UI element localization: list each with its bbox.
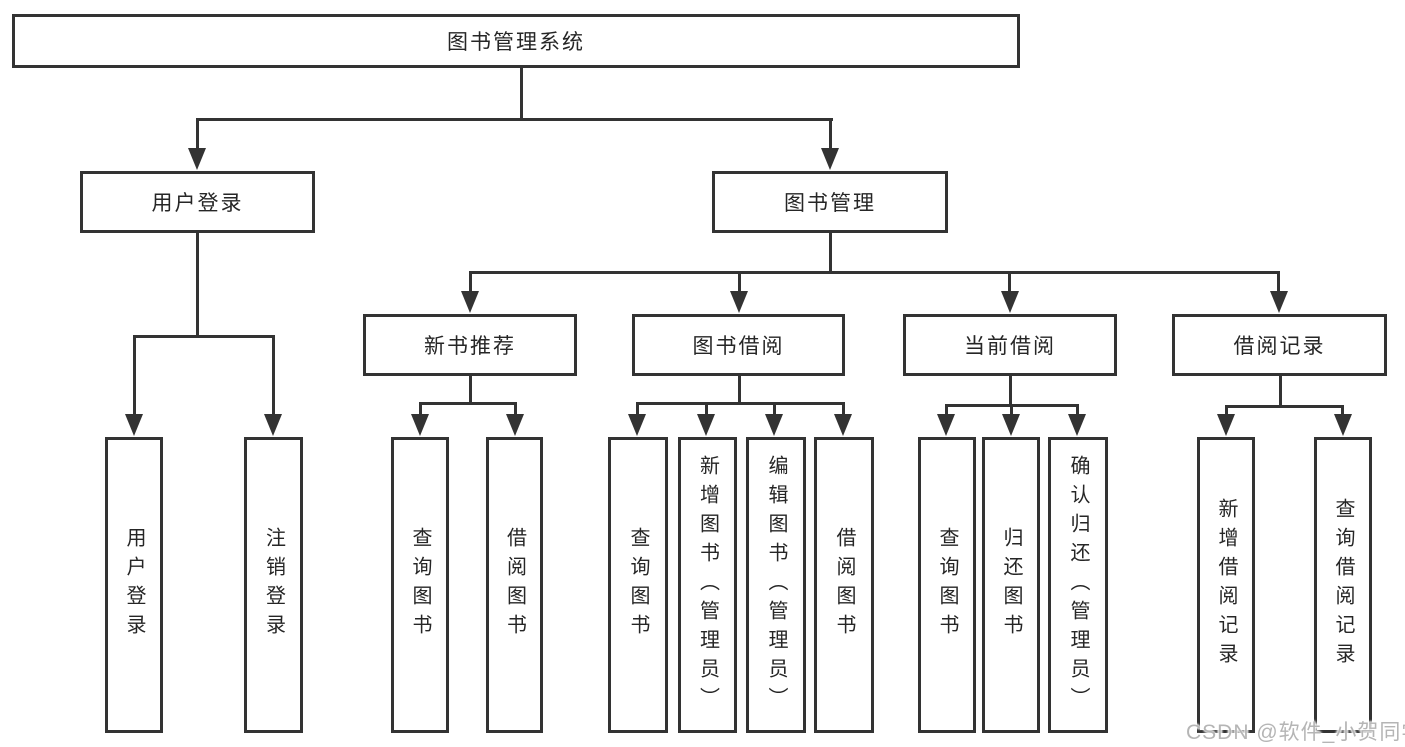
- node-label: 图书管理: [784, 192, 876, 215]
- connector-line: [1009, 376, 1012, 407]
- leaf-label: 查询借阅记录: [1332, 498, 1354, 672]
- connector-line: [1341, 405, 1344, 420]
- connector-line: [842, 402, 845, 420]
- arrowhead-icon: [506, 414, 524, 436]
- connector-line: [773, 402, 776, 420]
- node-book-borrowing: 图书借阅: [632, 314, 845, 376]
- leaf-label: 编辑图书（管理员）: [765, 454, 787, 716]
- node-book-management: 图书管理: [712, 171, 948, 233]
- connector-line: [829, 233, 832, 274]
- leaf-label: 确认归还（管理员）: [1067, 454, 1089, 716]
- arrowhead-icon: [1334, 414, 1352, 436]
- arrowhead-icon: [1001, 291, 1019, 313]
- arrowhead-icon: [697, 414, 715, 436]
- connector-line: [1277, 271, 1280, 297]
- leaf-edit-book-admin: 编辑图书（管理员）: [746, 437, 806, 733]
- csdn-watermark: CSDN @软件_小贺同学: [1186, 721, 1405, 744]
- connector-line: [133, 335, 275, 338]
- connector-line: [1008, 271, 1011, 297]
- arrowhead-icon: [411, 414, 429, 436]
- connector-line: [196, 118, 199, 154]
- connector-line: [945, 404, 948, 420]
- leaf-confirm-return-admin: 确认归还（管理员）: [1048, 437, 1108, 733]
- leaf-label: 借阅图书: [503, 527, 526, 643]
- connector-line: [1076, 404, 1079, 420]
- connector-line: [738, 376, 741, 405]
- arrowhead-icon: [937, 414, 955, 436]
- leaf-label: 查询图书: [936, 527, 958, 643]
- node-user-login: 用户登录: [80, 171, 315, 233]
- arrowhead-icon: [1068, 414, 1086, 436]
- connector-line: [738, 271, 741, 297]
- connector-line: [520, 68, 523, 121]
- node-library-management-system: 图书管理系统: [12, 14, 1020, 68]
- node-label: 图书管理系统: [447, 31, 585, 54]
- leaf-query-book-borrowing: 查询图书: [608, 437, 668, 733]
- leaf-query-borrow-record: 查询借阅记录: [1314, 437, 1372, 733]
- connector-line: [829, 118, 832, 154]
- arrowhead-icon: [821, 148, 839, 170]
- node-label: 当前借阅: [964, 335, 1056, 358]
- connector-line: [419, 402, 517, 405]
- arrowhead-icon: [188, 148, 206, 170]
- leaf-logout: 注销登录: [244, 437, 303, 733]
- leaf-label: 查询图书: [627, 527, 649, 643]
- connector-line: [1225, 405, 1344, 408]
- leaf-query-book-current: 查询图书: [918, 437, 976, 733]
- leaf-return-book: 归还图书: [982, 437, 1040, 733]
- connector-line: [1225, 405, 1228, 420]
- node-label: 图书借阅: [692, 335, 785, 358]
- node-current-borrowing: 当前借阅: [903, 314, 1117, 376]
- leaf-label: 注销登录: [262, 527, 285, 643]
- arrowhead-icon: [834, 414, 852, 436]
- leaf-user-login: 用户登录: [105, 437, 163, 733]
- connector-line: [636, 402, 639, 420]
- connector-line: [636, 402, 845, 405]
- arrowhead-icon: [461, 291, 479, 313]
- leaf-label: 用户登录: [123, 527, 145, 643]
- connector-line: [469, 271, 1280, 274]
- leaf-borrow-book: 借阅图书: [814, 437, 874, 733]
- connector-line: [1010, 404, 1013, 420]
- arrowhead-icon: [1002, 414, 1020, 436]
- connector-line: [1279, 376, 1282, 408]
- connector-line: [196, 233, 199, 338]
- leaf-label: 新增借阅记录: [1215, 498, 1237, 672]
- connector-line: [705, 402, 708, 420]
- leaf-add-book-admin: 新增图书（管理员）: [678, 437, 737, 733]
- leaf-label: 归还图书: [1000, 527, 1022, 643]
- connector-line: [469, 271, 472, 297]
- leaf-label: 查询图书: [409, 527, 431, 643]
- connector-line: [514, 402, 517, 420]
- connector-line: [133, 335, 136, 420]
- arrowhead-icon: [125, 414, 143, 436]
- leaf-borrow-book-recommend: 借阅图书: [486, 437, 543, 733]
- node-borrowing-records: 借阅记录: [1172, 314, 1387, 376]
- arrowhead-icon: [1217, 414, 1235, 436]
- arrowhead-icon: [264, 414, 282, 436]
- arrowhead-icon: [765, 414, 783, 436]
- node-new-book-recommend: 新书推荐: [363, 314, 577, 376]
- node-label: 新书推荐: [424, 335, 516, 358]
- leaf-add-borrow-record: 新增借阅记录: [1197, 437, 1255, 733]
- leaf-label: 新增图书（管理员）: [696, 454, 719, 716]
- node-label: 借阅记录: [1233, 335, 1326, 358]
- leaf-query-book-recommend: 查询图书: [391, 437, 449, 733]
- connector-line: [196, 118, 833, 121]
- connector-line: [419, 402, 422, 420]
- arrowhead-icon: [730, 291, 748, 313]
- connector-line: [469, 376, 472, 405]
- arrowhead-icon: [628, 414, 646, 436]
- arrowhead-icon: [1270, 291, 1288, 313]
- leaf-label: 借阅图书: [833, 527, 855, 643]
- node-label: 用户登录: [151, 192, 244, 215]
- connector-line: [272, 335, 275, 420]
